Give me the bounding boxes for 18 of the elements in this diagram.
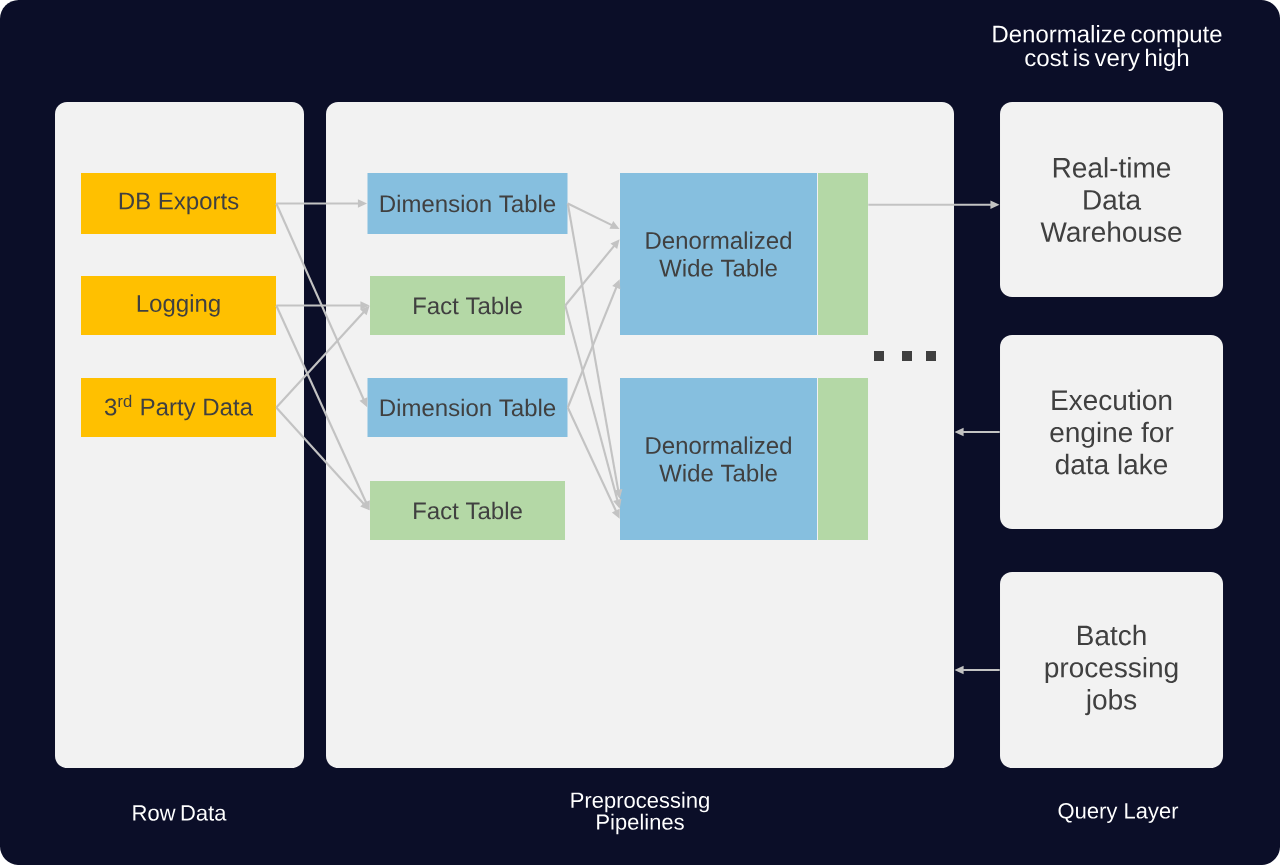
source-box: 3$^{rd}$ Party Data <box>81 378 276 437</box>
query-box: Execution engine for data lake <box>1000 335 1223 529</box>
source-box: DB Exports <box>81 173 276 234</box>
note-text: Denormalize compute cost is very high <box>993 24 1222 72</box>
column-bar <box>818 378 868 540</box>
panel-heading: Row Data <box>133 805 227 821</box>
panel-heading: Preprocessing Pipelines <box>571 791 709 835</box>
table-box: Fact Table <box>370 276 565 335</box>
table-box: Dimension Table <box>367 378 568 437</box>
source-box: Logging <box>81 276 276 335</box>
query-box: Real-time Data Warehouse <box>1000 102 1223 297</box>
table-box: Denormalized Wide Table <box>620 173 817 335</box>
column-bar <box>818 173 868 335</box>
layer-label: Query Layer <box>1058 803 1179 823</box>
query-box: Batch processing jobs <box>1000 572 1223 768</box>
table-box: Dimension Table <box>367 173 568 234</box>
table-box: Fact Table <box>370 481 565 540</box>
table-box: Denormalized Wide Table <box>620 378 817 540</box>
